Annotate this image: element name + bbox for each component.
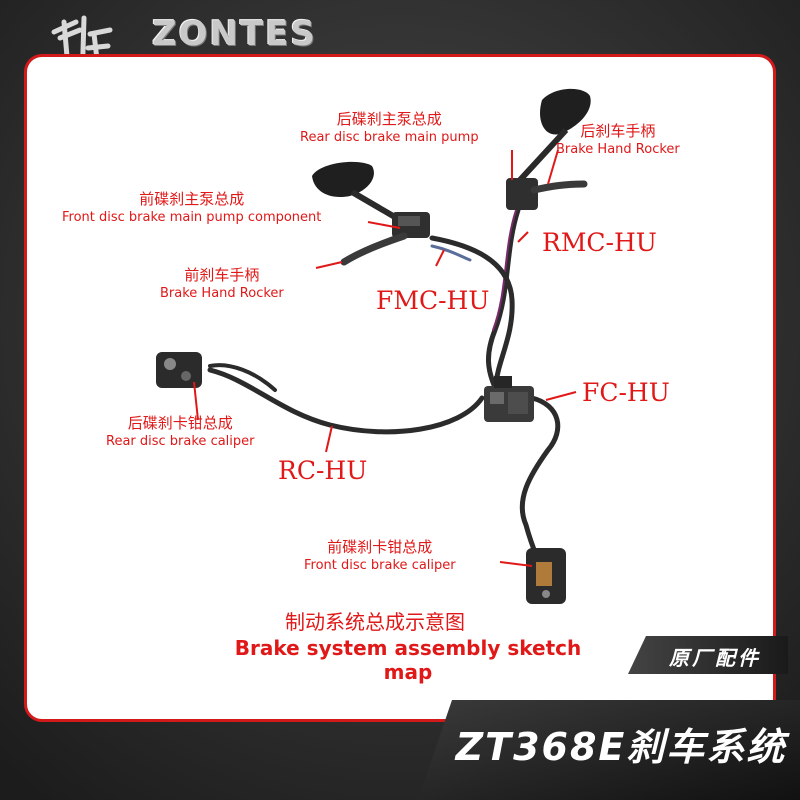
front-caliper-label: 前碟刹卡钳总成 Front disc brake caliper bbox=[304, 538, 456, 574]
fmc-hu-label: FMC-HU bbox=[376, 286, 490, 315]
model-badge bbox=[418, 700, 800, 800]
rear-lever-label-cn: 后刹车手柄 bbox=[580, 122, 656, 140]
front-mirror bbox=[312, 161, 402, 223]
model-badge-text: ZT368E刹车系统 bbox=[455, 725, 787, 769]
brand-logo-icon bbox=[51, 15, 115, 87]
front-caliper bbox=[526, 548, 566, 604]
rmc-hu-label: RMC-HU bbox=[542, 228, 657, 257]
oem-badge bbox=[628, 636, 788, 674]
rear-caliper-label: 后碟刹卡钳总成 Rear disc brake caliper bbox=[106, 414, 255, 450]
rc-hose bbox=[207, 367, 485, 435]
rear-caliper-label-cn: 后碟刹卡钳总成 bbox=[127, 414, 233, 432]
rear-master-label: 后碟刹主泵总成 Rear disc brake main pump bbox=[300, 110, 479, 146]
fc-hose bbox=[519, 395, 561, 563]
diagram-title-en: Brake system assembly sketch map bbox=[234, 636, 582, 684]
rear-master-cylinder bbox=[506, 178, 538, 210]
brand-name: ZONTES bbox=[152, 14, 317, 54]
front-caliper-label-en: Front disc brake caliper bbox=[304, 558, 456, 573]
front-caliper-label-cn: 前碟刹卡钳总成 bbox=[327, 538, 433, 556]
rear-lever-label: 后刹车手柄 Brake Hand Rocker bbox=[556, 122, 680, 158]
rear-master-label-en: Rear disc brake main pump bbox=[300, 130, 479, 145]
front-lever-label: 前刹车手柄 Brake Hand Rocker bbox=[160, 266, 284, 302]
front-lever-label-cn: 前刹车手柄 bbox=[184, 266, 260, 284]
fc-hu-label: FC-HU bbox=[582, 378, 670, 407]
front-master-label-cn: 前碟刹主泵总成 bbox=[139, 190, 245, 208]
hydraulic-unit bbox=[484, 376, 534, 422]
rc-hu-label: RC-HU bbox=[278, 456, 368, 485]
front-lever-label-en: Brake Hand Rocker bbox=[160, 286, 284, 301]
rear-mirror bbox=[517, 88, 591, 183]
rear-caliper bbox=[156, 352, 202, 388]
diagram-title-cn: 制动系统总成示意图 bbox=[285, 610, 465, 634]
rmc-hose bbox=[486, 207, 521, 388]
rear-caliper-label-en: Rear disc brake caliper bbox=[106, 434, 255, 449]
front-master-label-en: Front disc brake main pump component bbox=[62, 210, 322, 225]
fmc-hose bbox=[429, 235, 515, 387]
rear-master-label-cn: 后碟刹主泵总成 bbox=[336, 110, 442, 128]
rear-brake-lever bbox=[530, 180, 588, 194]
rear-lever-label-en: Brake Hand Rocker bbox=[556, 142, 680, 157]
diagram-panel bbox=[24, 54, 776, 722]
front-brake-lever bbox=[340, 232, 408, 266]
front-master-label: 前碟刹主泵总成 Front disc brake main pump compo… bbox=[62, 190, 321, 226]
oem-badge-text: 原厂配件 bbox=[669, 646, 761, 670]
